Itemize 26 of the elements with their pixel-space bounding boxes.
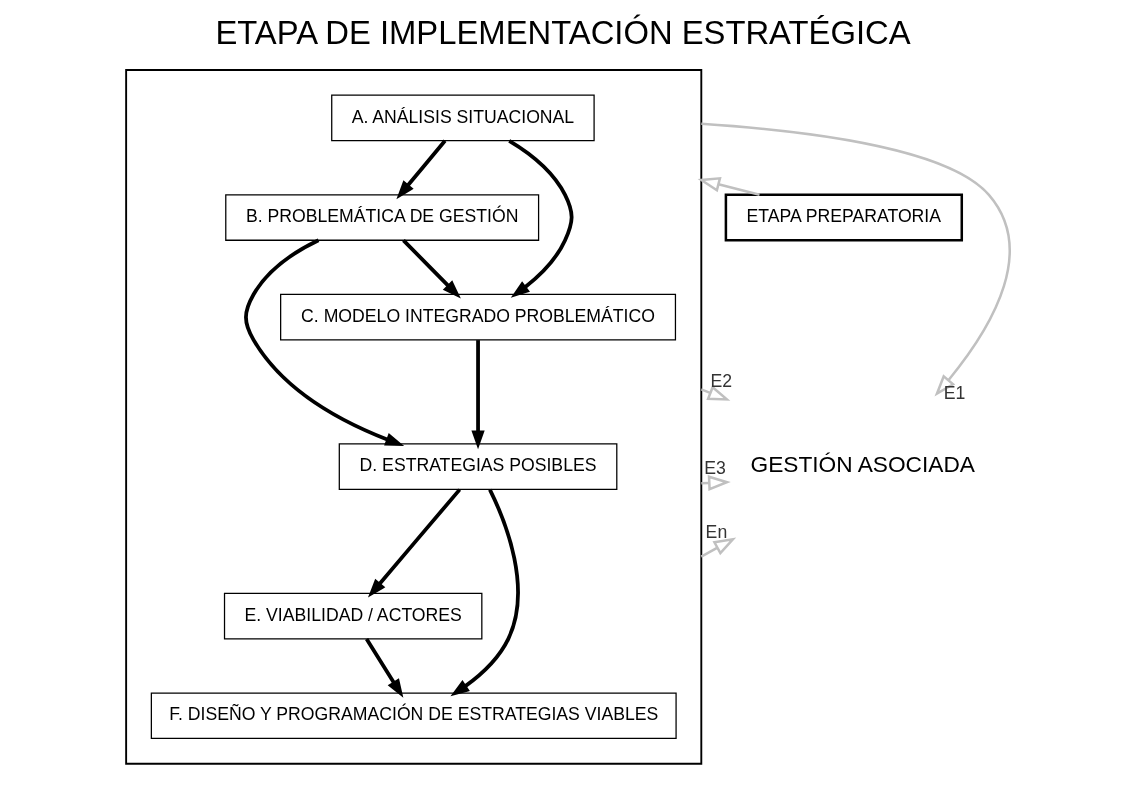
node-box: E. VIABILIDAD / ACTORES [223, 592, 482, 640]
node-box: D. ESTRATEGIAS POSIBLES [338, 443, 617, 490]
arrow [700, 122, 1011, 397]
arrow [507, 139, 573, 298]
edge-label: E2 [709, 371, 732, 392]
node-box: ETAPA PREPARATORIA [724, 193, 963, 242]
arrow [364, 637, 403, 698]
edge-label: E1 [943, 382, 965, 403]
node-box: C. MODELO INTEGRADO PROBLEMÁTICO [279, 293, 676, 341]
arrow [395, 139, 446, 200]
diagram-title: ETAPA DE IMPLEMENTACIÓN ESTRATÉGICA [214, 14, 911, 52]
node-box: F. DISEÑO Y PROGRAMACIÓN DE ESTRATEGIAS VIABLES [150, 692, 677, 740]
node-text: GESTIÓN ASOCIADA [750, 451, 975, 478]
arrow [449, 488, 520, 697]
arrow [243, 238, 404, 446]
arrow [700, 537, 736, 558]
cluster [124, 69, 702, 765]
arrow [700, 385, 730, 401]
arrow [470, 340, 485, 450]
arrow [367, 488, 461, 598]
edge-label: En [705, 521, 727, 542]
node-box: B. PROBLEMÁTICA DE GESTIÓN [224, 194, 539, 241]
arrow [697, 176, 760, 196]
edge-label: E3 [703, 457, 726, 478]
arrow [401, 239, 461, 299]
node-box: A. ANÁLISIS SITUACIONAL [330, 94, 595, 142]
